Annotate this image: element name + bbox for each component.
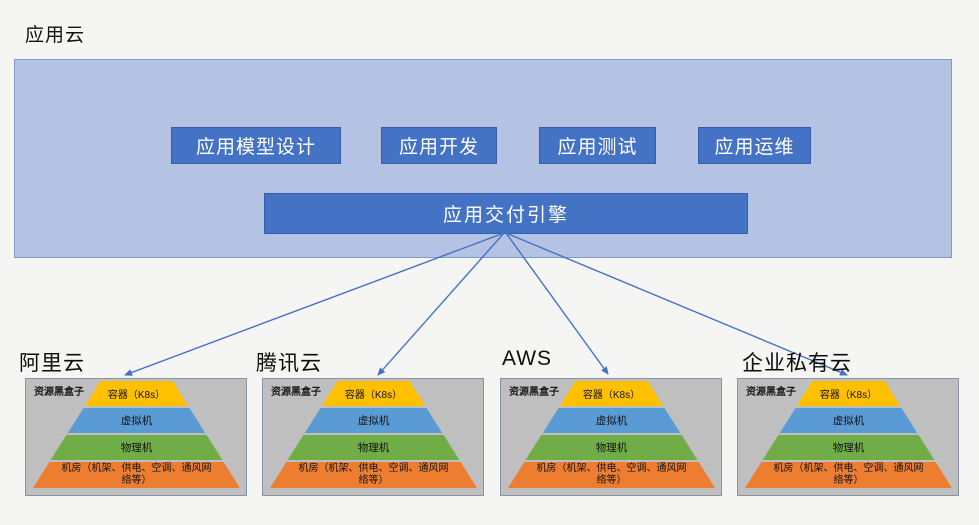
stage-app-development: 应用开发 xyxy=(381,127,497,164)
resource-blackbox: 资源黑盒子 容器（K8s） 虚拟机 物理机 机房（机架、供电、空调、通风网络等） xyxy=(500,378,722,496)
resource-blackbox: 资源黑盒子 容器（K8s） 虚拟机 物理机 机房（机架、供电、空调、通风网络等） xyxy=(262,378,484,496)
layer-label: 机房（机架、供电、空调、通风网络等） xyxy=(773,463,924,486)
pyramid-layer-datacenter: 机房（机架、供电、空调、通风网络等） xyxy=(508,462,715,488)
blackbox-label: 资源黑盒子 xyxy=(271,387,321,398)
pyramid-layer-vm: 虚拟机 xyxy=(304,408,443,433)
page-title: 应用云 xyxy=(25,25,86,46)
cloud-provider-label: AWS xyxy=(502,347,553,370)
stage-app-model-design: 应用模型设计 xyxy=(171,127,341,164)
cloud-provider-label: 企业私有云 xyxy=(742,352,852,375)
pyramid-layer-physical: 物理机 xyxy=(525,435,698,460)
pyramid-layer-datacenter: 机房（机架、供电、空调、通风网络等） xyxy=(745,462,952,488)
pyramid-layer-vm: 虚拟机 xyxy=(542,408,681,433)
resource-pyramid: 容器（K8s） 虚拟机 物理机 机房（机架、供电、空调、通风网络等） xyxy=(508,381,715,488)
cloud-provider-label: 阿里云 xyxy=(19,352,85,375)
pyramid-layer-physical: 物理机 xyxy=(762,435,935,460)
resource-pyramid: 容器（K8s） 虚拟机 物理机 机房（机架、供电、空调、通风网络等） xyxy=(270,381,477,488)
resource-pyramid: 容器（K8s） 虚拟机 物理机 机房（机架、供电、空调、通风网络等） xyxy=(33,381,240,488)
blackbox-label: 资源黑盒子 xyxy=(746,387,796,398)
app-delivery-engine-bar: 应用交付引擎 xyxy=(264,193,748,234)
pyramid-layer-container: 容器（K8s） xyxy=(321,381,426,406)
resource-pyramid: 容器（K8s） 虚拟机 物理机 机房（机架、供电、空调、通风网络等） xyxy=(745,381,952,488)
layer-label: 机房（机架、供电、空调、通风网络等） xyxy=(298,463,449,486)
layer-label: 机房（机架、供电、空调、通风网络等） xyxy=(536,463,687,486)
pyramid-layer-vm: 虚拟机 xyxy=(779,408,918,433)
pyramid-layer-physical: 物理机 xyxy=(50,435,223,460)
blackbox-label: 资源黑盒子 xyxy=(509,387,559,398)
resource-blackbox: 资源黑盒子 容器（K8s） 虚拟机 物理机 机房（机架、供电、空调、通风网络等） xyxy=(25,378,247,496)
pyramid-layer-vm: 虚拟机 xyxy=(67,408,206,433)
pyramid-layer-container: 容器（K8s） xyxy=(84,381,189,406)
pyramid-layer-container: 容器（K8s） xyxy=(559,381,664,406)
layer-label: 机房（机架、供电、空调、通风网络等） xyxy=(61,463,212,486)
blackbox-label: 资源黑盒子 xyxy=(34,387,84,398)
app-cloud-box: 应用模型设计 应用开发 应用测试 应用运维 应用交付引擎 xyxy=(14,59,952,258)
resource-blackbox: 资源黑盒子 容器（K8s） 虚拟机 物理机 机房（机架、供电、空调、通风网络等） xyxy=(737,378,959,496)
pyramid-layer-datacenter: 机房（机架、供电、空调、通风网络等） xyxy=(33,462,240,488)
pyramid-layer-datacenter: 机房（机架、供电、空调、通风网络等） xyxy=(270,462,477,488)
cloud-provider-label: 腾讯云 xyxy=(256,352,322,375)
stage-app-testing: 应用测试 xyxy=(539,127,656,164)
pyramid-layer-container: 容器（K8s） xyxy=(796,381,901,406)
stage-app-operations: 应用运维 xyxy=(698,127,811,164)
pyramid-layer-physical: 物理机 xyxy=(287,435,460,460)
